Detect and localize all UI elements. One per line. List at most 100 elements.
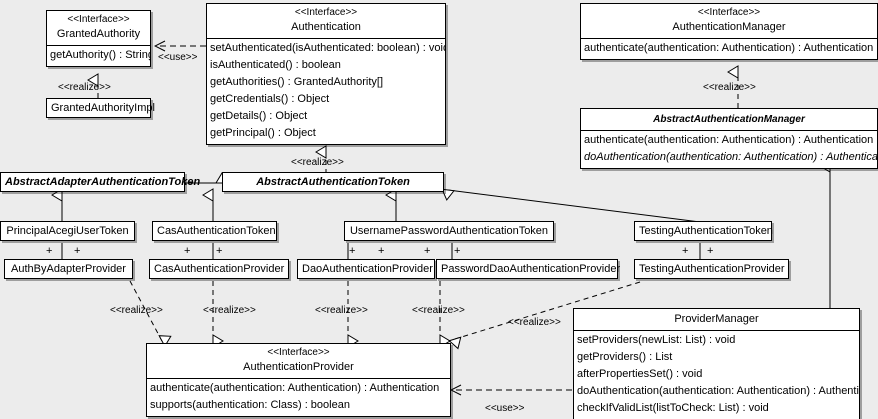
member-authenticate: authenticate(authentication: Authenticat… [584, 42, 874, 54]
member-get-providers: getProviders() : List [577, 351, 673, 363]
member-do-authentication: doAuthentication(authentication: Authent… [584, 151, 877, 163]
class-password-dao-authentication-provider[interactable]: PasswordDaoAuthenticationProvider [436, 259, 621, 279]
class-granted-authority-impl[interactable]: GrantedAuthorityImpl [46, 98, 155, 118]
class-header: AbstractAuthenticationToken [223, 173, 443, 191]
member-authenticate: authenticate(authentication: Authenticat… [584, 134, 874, 146]
assoc-marker-testing-left: + [682, 245, 689, 257]
edge-label-use-provider-manager: <<use>> [485, 403, 525, 414]
member-set-providers: setProviders(newList: List) : void [577, 334, 736, 346]
class-authentication[interactable]: <<Interface>> Authentication setAuthenti… [206, 3, 446, 145]
edge-label-realize-granted-authority-impl: <<realize>> [58, 82, 111, 93]
assoc-marker-principal-right: + [74, 245, 81, 257]
class-name-label: DaoAuthenticationProvider [302, 263, 433, 275]
class-header: <<Interface>> AuthenticationProvider [147, 344, 450, 379]
class-name-label: AbstractAuthenticationManager [653, 114, 805, 125]
class-header: GrantedAuthorityImpl [47, 99, 155, 117]
member-get-authority: getAuthority() : String [50, 49, 150, 61]
class-abstract-authentication-manager[interactable]: AbstractAuthenticationManager authentica… [580, 108, 878, 169]
class-testing-authentication-provider[interactable]: TestingAuthenticationProvider [634, 259, 789, 279]
class-provider-manager[interactable]: ProviderManager setProviders(newList: Li… [573, 308, 860, 419]
edge-label-realize-password-dao-provider: <<realize>> [412, 305, 465, 316]
class-header: AbstractAuthenticationManager [581, 109, 877, 131]
class-header: CasAuthenticationToken [153, 222, 276, 240]
edge-label-realize-testing-provider: <<realize>> [508, 317, 561, 328]
class-name-label: AuthenticationProvider [243, 361, 354, 373]
member-after-properties-set: afterPropertiesSet() : void [577, 368, 703, 380]
class-testing-authentication-token[interactable]: TestingAuthenticationToken [634, 221, 773, 241]
class-dao-authentication-provider[interactable]: DaoAuthenticationProvider [297, 259, 435, 279]
stereotype-label: <<Interface>> [697, 7, 761, 18]
class-name-label: AuthenticationManager [672, 21, 786, 33]
class-cas-authentication-provider[interactable]: CasAuthenticationProvider [149, 259, 289, 279]
class-header: DaoAuthenticationProvider [298, 260, 434, 278]
member-check-if-valid-list: checkIfValidList(listToCheck: List) : vo… [577, 402, 769, 414]
class-auth-by-adapter-provider[interactable]: AuthByAdapterProvider [4, 259, 133, 279]
edge-label-realize-dao-provider: <<realize>> [315, 305, 368, 316]
assoc-marker-username-right: + [378, 245, 385, 257]
class-authentication-manager[interactable]: <<Interface>> AuthenticationManager auth… [580, 3, 878, 60]
class-members: setAuthenticated(isAuthenticated: boolea… [207, 39, 445, 144]
class-name-label: GrantedAuthorityImpl [51, 102, 155, 114]
class-header: AuthByAdapterProvider [5, 260, 132, 278]
member-get-details: getDetails() : Object [210, 110, 308, 122]
class-name-label: CasAuthenticationProvider [154, 263, 285, 275]
edge-label-realize-abstract-token: <<realize>> [291, 157, 344, 168]
member-get-principal: getPrincipal() : Object [210, 127, 316, 139]
class-name-label: Authentication [291, 21, 361, 33]
class-principal-acegi-user-token[interactable]: PrincipalAcegiUserToken [0, 221, 135, 241]
edge-label-realize-auth-by-adapter: <<realize>> [110, 305, 163, 316]
class-abstract-authentication-token[interactable]: AbstractAuthenticationToken [222, 172, 444, 192]
class-header: <<Interface>> Authentication [207, 4, 445, 39]
edge-label-realize-abstract-manager: <<realize>> [703, 82, 756, 93]
assoc-marker-username-left: + [349, 245, 356, 257]
class-header: PrincipalAcegiUserToken [1, 222, 134, 240]
class-abstract-adapter-authentication-token[interactable]: AbstractAdapterAuthenticationToken [0, 172, 200, 192]
class-header: TestingAuthenticationToken [635, 222, 773, 240]
assoc-marker-username-right-2: + [454, 245, 461, 257]
member-get-authorities: getAuthorities() : GrantedAuthority[] [210, 76, 384, 88]
class-name-label: AuthByAdapterProvider [11, 263, 126, 275]
assoc-marker-principal-left: + [46, 245, 53, 257]
class-name-label: AbstractAuthenticationToken [256, 176, 410, 188]
class-members: authenticate(authentication: Authenticat… [581, 131, 877, 168]
class-header: TestingAuthenticationProvider [635, 260, 788, 278]
edge-label-realize-cas-provider: <<realize>> [203, 305, 256, 316]
class-name-label: PasswordDaoAuthenticationProvider [441, 263, 621, 275]
class-name-label: CasAuthenticationToken [157, 225, 276, 237]
class-authentication-provider[interactable]: <<Interface>> AuthenticationProvider aut… [146, 343, 451, 417]
member-get-credentials: getCredentials() : Object [210, 93, 330, 105]
edge-testing-token-extends-abstract-token [441, 188, 701, 223]
member-set-authenticated: setAuthenticated(isAuthenticated: boolea… [210, 42, 445, 54]
class-cas-authentication-token[interactable]: CasAuthenticationToken [152, 221, 277, 241]
class-header: PasswordDaoAuthenticationProvider [437, 260, 621, 278]
class-name-label: GrantedAuthority [56, 28, 141, 40]
class-members: setProviders(newList: List) : void getPr… [574, 331, 859, 419]
member-authenticate: authenticate(authentication: Authenticat… [150, 382, 440, 394]
class-name-label: PrincipalAcegiUserToken [6, 225, 129, 237]
class-granted-authority[interactable]: <<Interface>> GrantedAuthority getAuthor… [46, 10, 151, 67]
class-members: getAuthority() : String [47, 46, 150, 66]
member-do-authentication: doAuthentication(authentication: Authent… [577, 385, 859, 397]
stereotype-label: <<Interface>> [267, 347, 330, 358]
class-username-password-authentication-token[interactable]: UsernamePasswordAuthenticationToken [344, 221, 554, 241]
class-header: <<Interface>> AuthenticationManager [581, 4, 877, 39]
class-members: authenticate(authentication: Authenticat… [147, 379, 450, 416]
class-name-label: TestingAuthenticationToken [639, 225, 773, 237]
edge-label-use-granted-authority: <<use>> [158, 52, 198, 63]
class-header: <<Interface>> GrantedAuthority [47, 11, 150, 46]
stereotype-label: <<Interface>> [67, 14, 130, 25]
member-supports: supports(authentication: Class) : boolea… [150, 399, 350, 411]
assoc-marker-cas-left: + [184, 245, 191, 257]
class-name-label: UsernamePasswordAuthenticationToken [349, 225, 549, 237]
stereotype-label: <<Interface>> [294, 7, 358, 18]
class-name-label: TestingAuthenticationProvider [639, 263, 785, 275]
class-header: CasAuthenticationProvider [150, 260, 288, 278]
class-members: authenticate(authentication: Authenticat… [581, 39, 877, 59]
assoc-marker-cas-right: + [216, 245, 223, 257]
class-header: UsernamePasswordAuthenticationToken [345, 222, 553, 240]
member-is-authenticated: isAuthenticated() : boolean [210, 59, 341, 71]
class-header: AbstractAdapterAuthenticationToken [1, 173, 200, 191]
class-header: ProviderManager [574, 309, 859, 331]
assoc-marker-testing-right: + [707, 245, 714, 257]
